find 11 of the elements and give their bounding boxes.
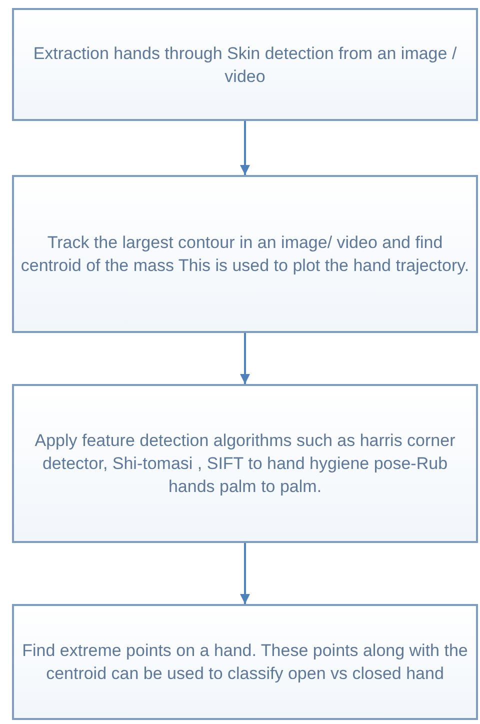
step-text: Extraction hands through Skin detection from an image / video [32, 42, 458, 88]
step-text: Apply feature detection algorithms such as harris corner detector, Shi-tomasi , SIFT to hand hygiene pose-Rub hands palm to palm. [34, 430, 456, 498]
step-text: Track the largest contour in an image/ video and find centroid of the mass This is used to plot the hand trajectory. [20, 232, 470, 277]
process-box [12, 604, 478, 720]
arrow [240, 543, 250, 604]
process-box [12, 8, 478, 121]
arrow [240, 121, 250, 175]
process-box [12, 175, 478, 333]
step-text: Find extreme points on a hand. These points along with the centroid can be used to classify open vs closed hand [21, 640, 469, 685]
arrow [240, 333, 250, 384]
process-box [12, 384, 478, 543]
